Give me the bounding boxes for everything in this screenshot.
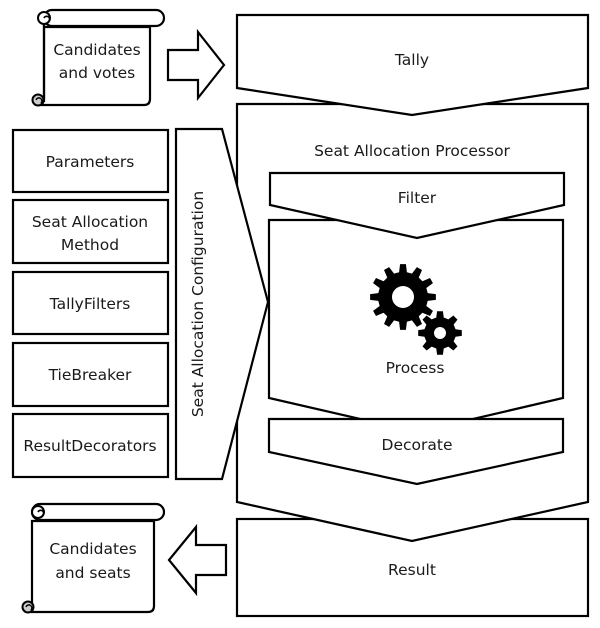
configuration-shape bbox=[174, 127, 270, 481]
decorate-label: Decorate bbox=[382, 436, 453, 454]
input-label-line2: and votes bbox=[59, 64, 135, 82]
processor-title: Seat Allocation Processor bbox=[314, 142, 510, 160]
arrow-left-icon bbox=[167, 523, 228, 597]
process-shape bbox=[267, 218, 565, 434]
decorate-block: Decorate bbox=[267, 417, 565, 486]
configuration-block: Seat Allocation Configuration bbox=[174, 127, 270, 481]
config-item-tie-breaker: TieBreaker bbox=[11, 341, 170, 408]
config-item-label: Seat Allocation bbox=[32, 213, 148, 231]
tally-block: Tally bbox=[235, 13, 590, 117]
configuration-title: Seat Allocation Configuration bbox=[189, 191, 207, 417]
config-item-label: Parameters bbox=[46, 153, 135, 171]
config-item-label: ResultDecorators bbox=[23, 437, 156, 455]
output-label-line2: and seats bbox=[55, 564, 130, 582]
gears-icon bbox=[370, 264, 462, 355]
configuration-items: Parameters Seat Allocation Method TallyF… bbox=[11, 128, 170, 479]
small-gear-icon bbox=[418, 311, 462, 355]
filter-shape bbox=[268, 171, 566, 240]
filter-block: Filter bbox=[268, 171, 566, 240]
tally-shape bbox=[235, 13, 590, 117]
config-item-result-decorators: ResultDecorators bbox=[11, 412, 170, 479]
output-candidates-seats: Candidates and seats bbox=[21, 502, 166, 614]
filter-label: Filter bbox=[398, 189, 437, 207]
scroll-icon bbox=[31, 8, 166, 107]
arrow-right-icon bbox=[166, 28, 226, 102]
input-label-line1: Candidates bbox=[53, 41, 140, 59]
decorate-shape bbox=[267, 417, 565, 486]
config-item-label: TieBreaker bbox=[48, 366, 132, 384]
config-item-seat-allocation-method: Seat Allocation Method bbox=[11, 198, 170, 265]
config-item-tally-filters: TallyFilters bbox=[11, 270, 170, 336]
scroll-icon bbox=[21, 502, 166, 614]
result-label: Result bbox=[388, 561, 436, 579]
process-block: Process bbox=[267, 218, 565, 434]
config-item-label-line2: Method bbox=[61, 236, 119, 254]
tally-label: Tally bbox=[394, 51, 429, 69]
config-item-label: TallyFilters bbox=[49, 295, 131, 313]
config-item-parameters: Parameters bbox=[11, 128, 170, 194]
process-label: Process bbox=[386, 359, 445, 377]
input-candidates-votes: Candidates and votes bbox=[31, 8, 166, 107]
large-gear-icon bbox=[370, 264, 436, 330]
output-label-line1: Candidates bbox=[49, 540, 136, 558]
